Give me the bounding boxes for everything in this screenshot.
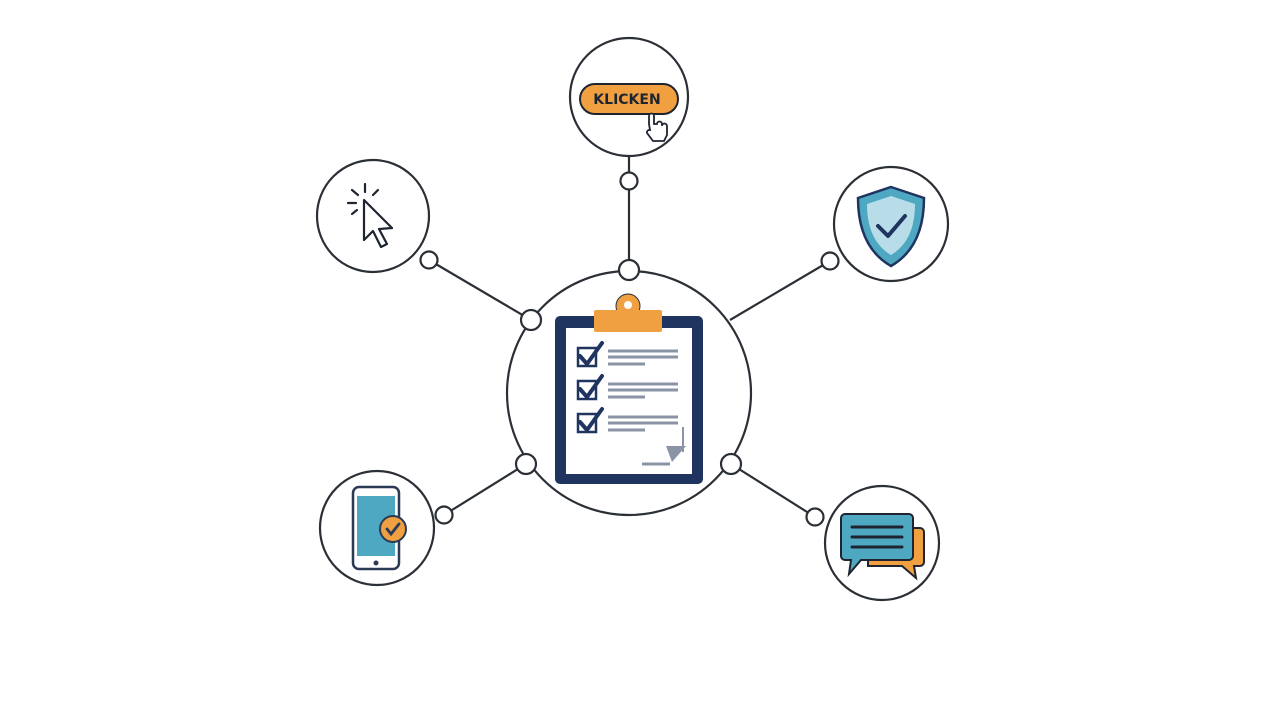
satellite-click-button: KLICKEN (568, 36, 690, 158)
connector-bottom-right (730, 463, 816, 518)
connector-top-right (729, 260, 831, 321)
satellite-shield (832, 165, 950, 283)
satellite-cursor (315, 158, 431, 274)
shield-check-icon (856, 185, 926, 268)
hand-pointer-icon (646, 112, 668, 142)
connector-bottom-left (443, 463, 527, 516)
smartphone-check-icon (351, 485, 407, 571)
klicken-label: KLICKEN (593, 92, 660, 108)
satellite-chat (823, 484, 941, 602)
connectors (428, 156, 831, 518)
satellite-phone (318, 469, 436, 587)
cursor-click-icon (346, 182, 394, 249)
click-button-icon: KLICKEN (579, 83, 679, 142)
clipboard-checklist-icon (555, 293, 703, 484)
connector-top-left (428, 259, 532, 321)
chat-bubbles-icon (840, 513, 925, 581)
connector-nodes (419, 171, 840, 527)
